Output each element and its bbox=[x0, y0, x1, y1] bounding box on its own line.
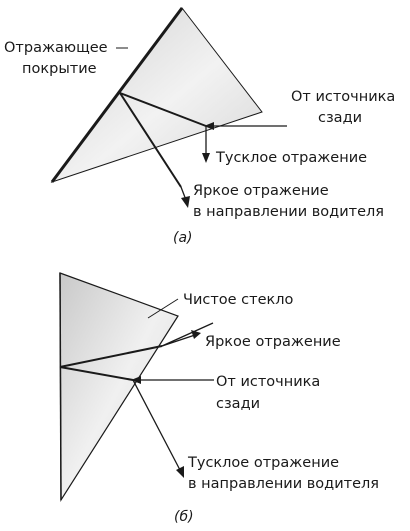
label-bright-reflection-b: Яркое отражение bbox=[205, 334, 341, 350]
ray-bright-inner-b bbox=[59, 345, 163, 368]
label-source-a-line2: сзади bbox=[318, 110, 362, 126]
diagram-b: Чистое стекло Яркое отражение От источни… bbox=[59, 272, 379, 525]
prism-b bbox=[59, 272, 179, 503]
ray-to-back-face-b bbox=[59, 366, 134, 381]
label-reflective-coating-line1: Отражающее bbox=[4, 40, 108, 56]
label-bright-reflection-a-line2: в направлении водителя bbox=[193, 204, 384, 220]
arrowhead-source-a bbox=[204, 122, 214, 130]
ray-bright-inner-a bbox=[119, 92, 182, 188]
label-clear-glass: Чистое стекло bbox=[183, 292, 294, 308]
label-dim-reflection-b-line2: в направлении водителя bbox=[188, 476, 379, 492]
label-dim-reflection-a: Тусклое отражение bbox=[215, 150, 367, 166]
caption-b: (б) bbox=[174, 509, 194, 525]
arrowhead-source-b bbox=[131, 376, 141, 384]
label-reflective-coating-line2: покрытие bbox=[22, 61, 97, 77]
label-source-b-line1: От источника bbox=[216, 374, 320, 390]
diagram-a: Отражающее покрытие От источника сзади Т… bbox=[4, 7, 395, 246]
leader-clear-glass bbox=[147, 298, 179, 319]
ray-dim-b bbox=[132, 379, 181, 471]
arrowhead-bright-a bbox=[181, 196, 190, 208]
label-bright-reflection-a-line1: Яркое отражение bbox=[193, 183, 329, 199]
label-source-a-line1: От источника bbox=[291, 89, 395, 105]
reflective-coating-edge bbox=[50, 7, 184, 183]
arrowhead-dim-a bbox=[202, 153, 210, 163]
arrowhead-dim-b bbox=[176, 466, 184, 478]
prism-b-left-edge bbox=[59, 272, 62, 501]
ray-bright-extension-b bbox=[161, 322, 214, 347]
ray-to-coating-a bbox=[119, 92, 207, 127]
label-source-b-line2: сзади bbox=[216, 396, 260, 412]
caption-a: (а) bbox=[173, 230, 193, 246]
label-dim-reflection-b-line1: Тусклое отражение bbox=[187, 455, 339, 471]
